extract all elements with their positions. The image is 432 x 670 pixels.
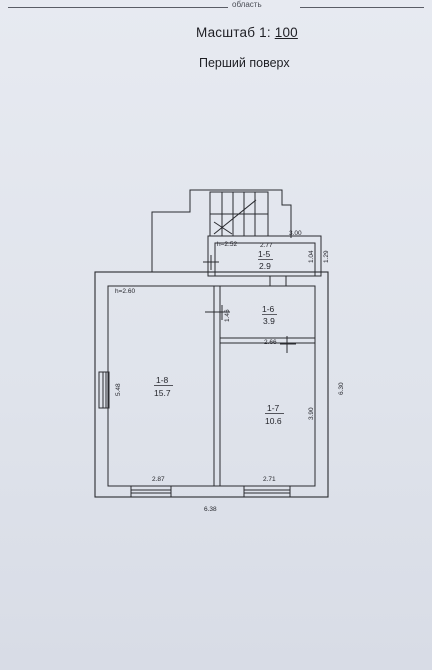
dim-r15-top: 2.77 xyxy=(260,242,273,249)
dim-outer-right-small: 1.29 xyxy=(323,250,330,263)
dim-r17-side: 3.90 xyxy=(308,407,315,420)
window-left xyxy=(98,371,110,409)
partition-wall xyxy=(213,285,221,487)
floor-title: Перший поверх xyxy=(199,56,290,70)
dim-stair-top: 3.00 xyxy=(289,230,302,237)
dim-overall-bottom: 6.38 xyxy=(204,506,217,513)
header-underline-left xyxy=(8,7,228,8)
room-1-8-id: 1-8 xyxy=(156,375,169,385)
dim-r16-side: 1.46 xyxy=(224,309,231,322)
header-underline-right xyxy=(300,7,424,8)
outer-wall-inner xyxy=(107,285,316,487)
room-1-6-area: 3.9 xyxy=(263,316,275,326)
window-bottom-left xyxy=(130,485,172,498)
dim-r18-side: 5.48 xyxy=(115,383,122,396)
outer-wall-outer xyxy=(94,271,329,498)
room-1-5-area: 2.9 xyxy=(259,261,271,271)
room-1-5-id: 1-5 xyxy=(258,249,271,259)
room-1-5-inner xyxy=(214,242,316,277)
partition-1-6-1-7 xyxy=(219,337,316,344)
room-1-7-area: 10.6 xyxy=(265,416,282,426)
dim-r18-bottom: 2.87 xyxy=(152,476,165,483)
scale-value: 100 xyxy=(274,25,298,40)
height-stair: h=2.52 xyxy=(217,241,237,248)
dim-overall-right: 6.30 xyxy=(338,382,345,395)
window-bottom-right xyxy=(243,485,291,498)
dim-r16-bottom: 2.66 xyxy=(264,339,277,346)
room-1-8-area: 15.7 xyxy=(154,388,171,398)
dim-r15-side: 1.04 xyxy=(308,250,315,263)
header-region-label: область xyxy=(232,0,262,9)
scale-label: Масштаб 1: 100 xyxy=(196,25,298,40)
room-1-6-id: 1-6 xyxy=(262,304,275,314)
scale-text: Масштаб 1: xyxy=(196,25,271,40)
porch-outline xyxy=(151,189,292,272)
dim-r17-bottom: 2.71 xyxy=(263,476,276,483)
height-left: h=2.60 xyxy=(115,288,135,295)
room-1-7-id: 1-7 xyxy=(267,403,280,413)
